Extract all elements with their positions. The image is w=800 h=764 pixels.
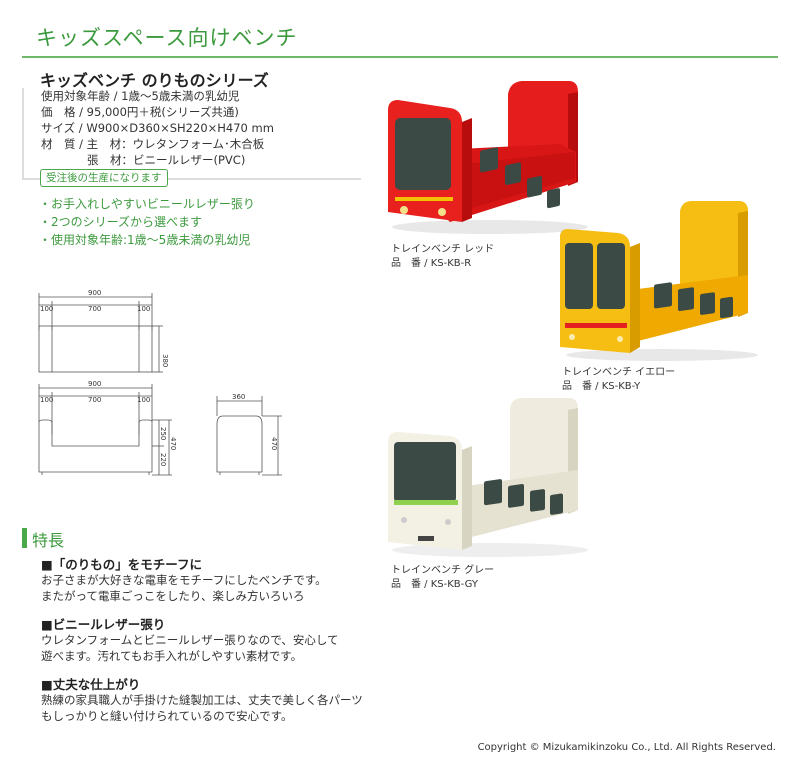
window-icon: [480, 147, 498, 173]
front-width-label: 900: [88, 380, 101, 388]
spec-size: サイズ / W900×D360×SH220×H470 mm: [41, 121, 274, 135]
front-total-height-label: 470: [169, 437, 177, 450]
feature-3-heading: ■丈夫な仕上がり: [41, 677, 141, 692]
spec-price: 価 格 / 95,000円＋税(シリーズ共通): [41, 105, 239, 119]
front-view-drawing: [38, 384, 172, 476]
feature-1-line-1: お子さまが大好きな電車をモチーフにしたベンチです。: [41, 573, 327, 587]
front-section-right: 100: [137, 396, 150, 404]
side-view-drawing: [216, 396, 282, 476]
feature-1-heading: ■「のりもの」をモチーフに: [41, 557, 203, 572]
made-to-order-badge: 受注後の生産になります: [40, 169, 168, 187]
red-bench-code: 品 番 / KS-KB-R: [391, 258, 472, 269]
top-section-middle: 700: [88, 305, 101, 313]
front-section-left: 100: [40, 396, 53, 404]
bullet-two-series: ・2つのシリーズから選べます: [39, 215, 203, 229]
feature-2-line-1: ウレタンフォームとビニールレザー張りなので、安心して: [41, 633, 339, 647]
feature-2-heading: ■ビニールレザー張り: [41, 617, 166, 632]
top-depth-label: 380: [161, 354, 169, 367]
product-image-red-bench: [388, 81, 588, 234]
header-divider: [22, 56, 778, 58]
product-title: キッズベンチ のりものシリーズ: [40, 71, 269, 90]
side-height-label: 470: [270, 437, 278, 450]
feature-3-line-1: 熟練の家具職人が手掛けた縫製加工は、丈夫で美しく各パーツ: [41, 693, 363, 707]
top-width-label: 900: [88, 289, 101, 297]
spec-frame: [22, 88, 361, 180]
features-title: 特長: [32, 531, 65, 550]
copyright-notice: Copyright © Mizukamikinzoku Co., Ltd. Al…: [477, 742, 776, 753]
front-seat-height-label: 220: [159, 453, 167, 466]
top-section-left: 100: [40, 305, 53, 313]
front-section-middle: 700: [88, 396, 101, 404]
page-title: キッズスペース向けベンチ: [36, 26, 298, 50]
features-marker: [22, 528, 27, 548]
yellow-bench-name: トレインベンチ イエロー: [562, 367, 676, 378]
feature-2-line-2: 遊べます。汚れてもお手入れがしやすい素材です。: [41, 649, 303, 663]
yellow-bench-code: 品 番 / KS-KB-Y: [562, 381, 641, 392]
grey-bench-name: トレインベンチ グレー: [391, 565, 495, 576]
spec-age: 使用対象年齢 / 1歳〜5歳未満の乳幼児: [41, 89, 240, 103]
feature-1-line-2: またがって電車ごっこをしたり、楽しみ方いろいろ: [41, 589, 305, 603]
front-back-height-label: 250: [159, 427, 167, 440]
product-image-yellow-bench: [560, 201, 758, 361]
feature-3-line-2: もしっかりと縫い付けられているので安心です。: [41, 709, 293, 723]
bullet-easy-care: ・お手入れしやすいビニールレザー張り: [39, 197, 255, 211]
spec-material-cover: 張 材：ビニールレザー(PVC): [41, 153, 246, 167]
grey-bench-code: 品 番 / KS-KB-GY: [391, 579, 478, 590]
top-section-right: 100: [137, 305, 150, 313]
dimension-drawings: 900 100 700 100 380 900 100 700 100 250 …: [38, 289, 282, 476]
spec-material-main: 材 質 / 主 材：ウレタンフォーム･木合板: [41, 137, 265, 151]
red-bench-name: トレインベンチ レッド: [391, 244, 495, 255]
product-image-grey-bench: [388, 398, 588, 557]
side-depth-label: 360: [232, 393, 245, 401]
bullet-age: ・使用対象年齢:1歳〜5歳未満の乳幼児: [39, 233, 251, 247]
top-view-drawing: [38, 293, 163, 373]
